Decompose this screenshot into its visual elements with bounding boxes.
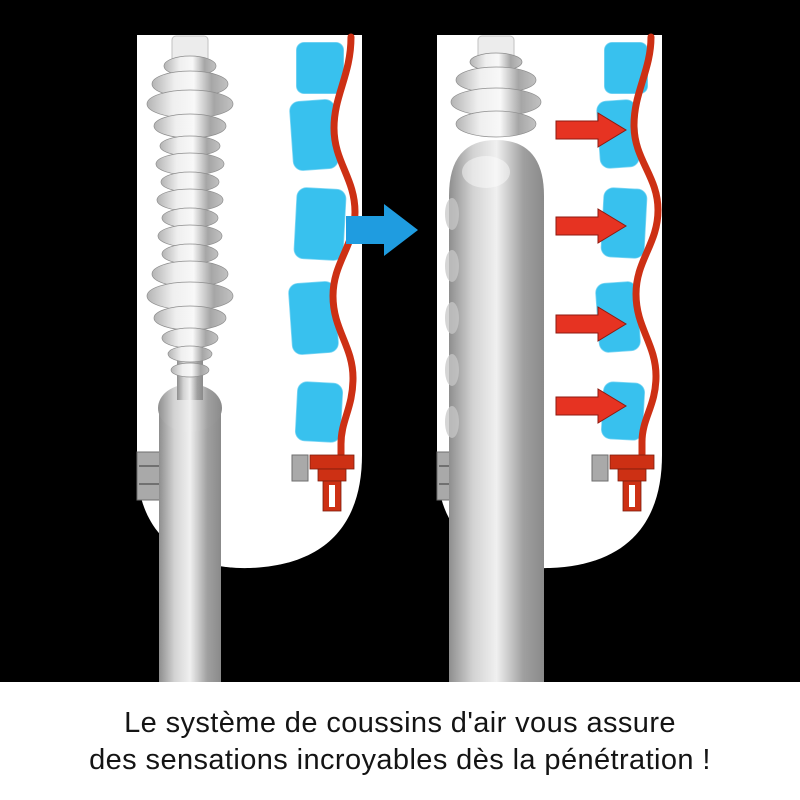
rod-highlight — [462, 156, 510, 188]
panel-before — [136, 33, 362, 682]
bellows-column — [146, 35, 234, 682]
insert-rod — [449, 140, 544, 682]
pressure-arrow-icon — [555, 208, 627, 244]
cushion-wall — [630, 33, 662, 462]
rod-dome — [158, 384, 222, 432]
air-valve — [291, 454, 355, 512]
pressure-arrow-icon — [555, 388, 627, 424]
pressure-arrow-icon — [555, 306, 627, 342]
rib-bump — [445, 406, 459, 438]
diagram-background — [0, 0, 800, 682]
panel-after — [436, 33, 662, 682]
transition-arrow-icon — [346, 204, 418, 256]
insert-rod — [159, 404, 221, 682]
diagram-canvas — [0, 0, 800, 682]
rib-bump — [445, 250, 459, 282]
cushion-wall — [329, 33, 359, 464]
air-cushion — [294, 380, 344, 444]
product-infographic — [0, 0, 800, 682]
caption-line-1: Le système de coussins d'air vous assure — [124, 706, 676, 739]
inserted-rod — [445, 35, 544, 682]
rib-bump — [445, 198, 459, 230]
caption-line-2: des sensations incroyables dès la pénétr… — [89, 743, 711, 776]
rib-bump — [445, 354, 459, 386]
air-cushion — [295, 41, 345, 95]
air-cushion — [292, 186, 348, 262]
pressure-arrow-icon — [555, 112, 627, 148]
air-valve — [591, 454, 655, 512]
rib-bump — [445, 302, 459, 334]
caption: Le système de coussins d'air vous assure… — [0, 682, 800, 800]
